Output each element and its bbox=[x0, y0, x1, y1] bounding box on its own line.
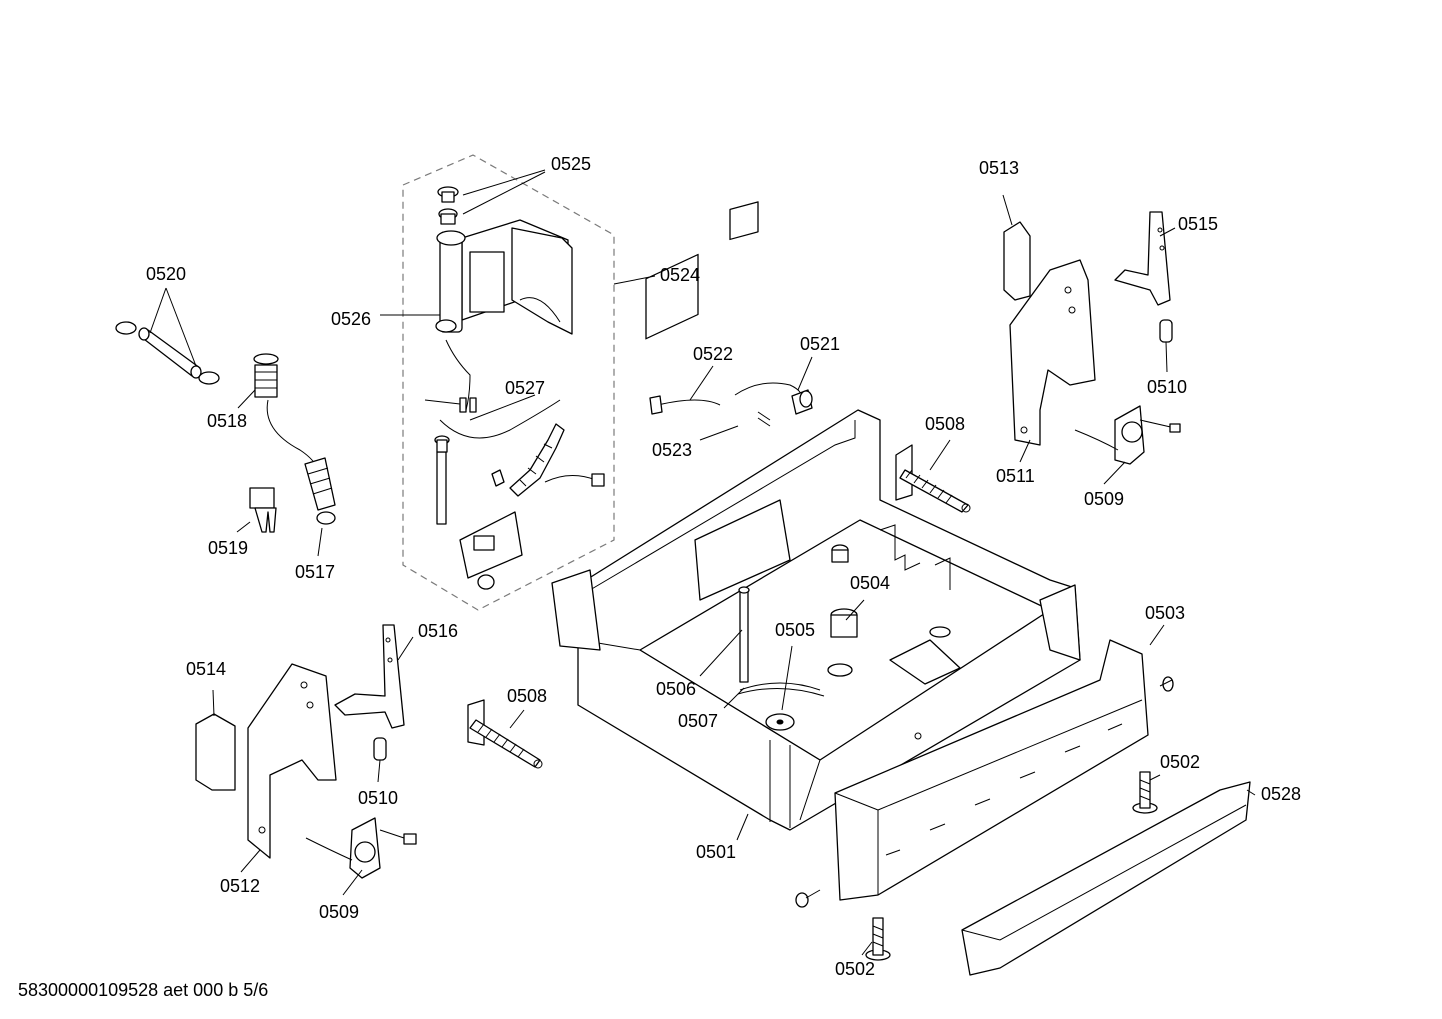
adjustable-foot-0502-right bbox=[1132, 771, 1158, 814]
callout-0514: 0514 bbox=[186, 659, 226, 679]
callout-0520: 0520 bbox=[146, 264, 186, 284]
callout-0510-left: 0510 bbox=[358, 788, 398, 808]
bellows-0518 bbox=[253, 353, 336, 525]
callout-0527: 0527 bbox=[505, 378, 545, 398]
callout-0516: 0516 bbox=[418, 621, 458, 641]
callout-0510-right: 0510 bbox=[1147, 377, 1187, 397]
drawing-reference-footer: 58300000109528 aet 000 b 5/6 bbox=[18, 980, 269, 1000]
clip-0519 bbox=[249, 487, 277, 533]
callout-0509-right: 0509 bbox=[1084, 489, 1124, 509]
callout-0517: 0517 bbox=[295, 562, 335, 582]
callout-0508-right: 0508 bbox=[925, 414, 965, 434]
callout-0502-left: 0502 bbox=[835, 959, 875, 979]
adjustable-foot-0502-left bbox=[865, 917, 891, 961]
callout-0528: 0528 bbox=[1261, 784, 1301, 804]
pump-assembly bbox=[434, 186, 605, 590]
callout-labels: 0525 0524 0526 0527 0520 0518 0519 0517 … bbox=[146, 154, 1301, 979]
callout-0515: 0515 bbox=[1178, 214, 1218, 234]
plinth-strip-0528 bbox=[961, 781, 1251, 976]
callout-0519: 0519 bbox=[208, 538, 248, 558]
callout-0513: 0513 bbox=[979, 158, 1019, 178]
spring-bracket-0508-right bbox=[895, 444, 971, 513]
callout-0504: 0504 bbox=[850, 573, 890, 593]
callout-0506: 0506 bbox=[656, 679, 696, 699]
callout-0508-left: 0508 bbox=[507, 686, 547, 706]
base-housing-0501 bbox=[551, 253, 1081, 831]
spring-bracket-0508-left bbox=[467, 699, 543, 769]
callout-0525: 0525 bbox=[551, 154, 591, 174]
assembly-boundary-0524 bbox=[402, 154, 615, 611]
callout-0505: 0505 bbox=[775, 620, 815, 640]
callout-0522: 0522 bbox=[693, 344, 733, 364]
leader-lines bbox=[149, 169, 1256, 956]
callout-0502-right: 0502 bbox=[1160, 752, 1200, 772]
callout-0526: 0526 bbox=[331, 309, 371, 329]
hose-0520 bbox=[115, 321, 220, 385]
callout-0523: 0523 bbox=[652, 440, 692, 460]
callout-0503: 0503 bbox=[1145, 603, 1185, 623]
brackets-left-group bbox=[195, 624, 417, 879]
brackets-right-group bbox=[1003, 211, 1181, 465]
callout-0507: 0507 bbox=[678, 711, 718, 731]
callout-0511: 0511 bbox=[996, 466, 1035, 486]
callout-0518: 0518 bbox=[207, 411, 247, 431]
callout-0512: 0512 bbox=[220, 876, 260, 896]
connector-set-0521-0523 bbox=[649, 201, 813, 427]
callout-0509-left: 0509 bbox=[319, 902, 359, 922]
callout-0521: 0521 bbox=[800, 334, 840, 354]
front-panel-0503 bbox=[834, 639, 1149, 901]
screws bbox=[795, 676, 1174, 908]
callout-0524: 0524 bbox=[660, 265, 700, 285]
callout-0501: 0501 bbox=[696, 842, 736, 862]
